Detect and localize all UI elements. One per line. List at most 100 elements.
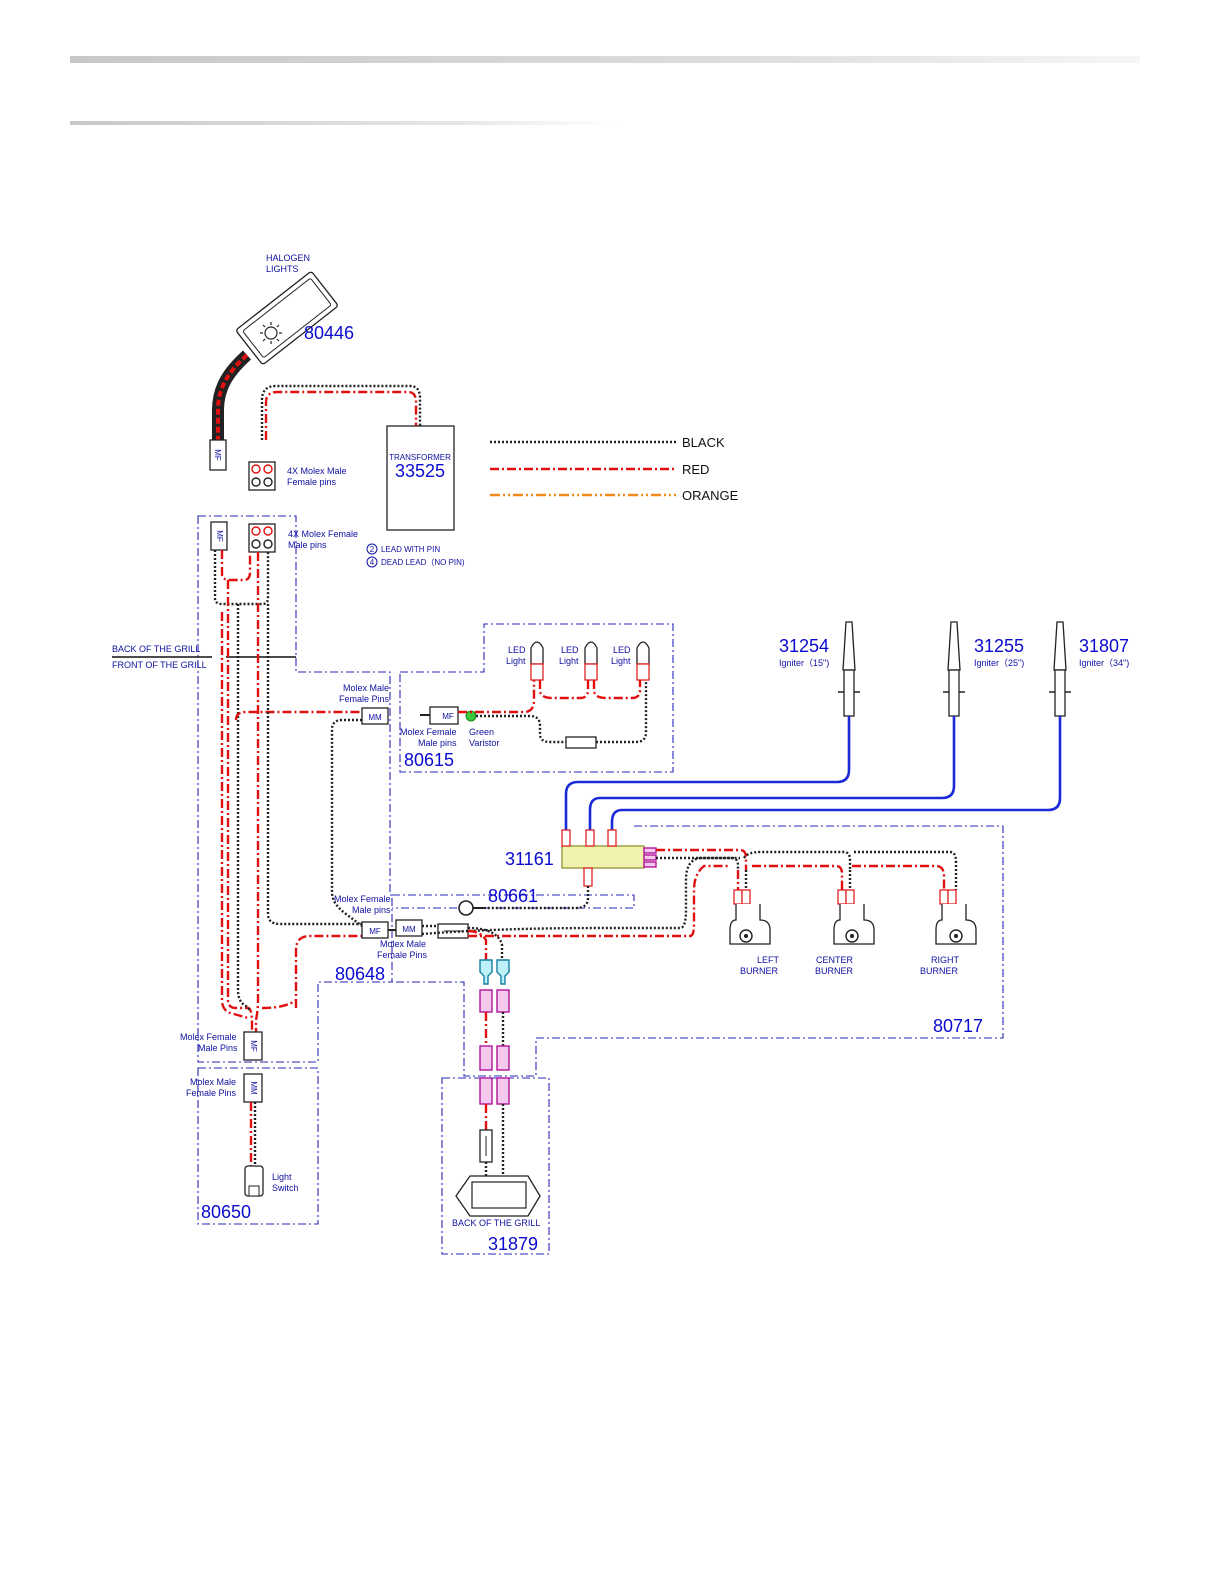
led-light-3 — [636, 641, 650, 681]
wire-halogen-transformer-red — [264, 390, 418, 440]
sun-icon — [260, 322, 282, 344]
wire-module-left-red — [656, 848, 748, 870]
wire-to-cyan-red — [467, 929, 488, 960]
led-mf-label: MF — [442, 712, 454, 721]
right-burner-label-1: RIGHT — [931, 955, 960, 965]
halogen-mf-label: MF — [213, 449, 222, 461]
switch-harness-part-number: 80650 — [201, 1202, 251, 1222]
wire-center-right-black — [854, 850, 958, 890]
igniter-25-label: Igniter（25") — [974, 658, 1024, 668]
center-burner-label-2: BURNER — [815, 966, 854, 976]
main-mf-bottom-label: MF — [249, 1040, 258, 1052]
igniter-34-part-number: 31807 — [1079, 636, 1129, 656]
header-rule — [70, 56, 1140, 63]
wire-main-to-mf-black — [266, 604, 362, 926]
wire-led-red-loop-2 — [592, 680, 642, 700]
igniter-31255 — [943, 621, 965, 717]
switch-mm-label: MM — [249, 1081, 258, 1095]
battery-box — [455, 1175, 541, 1217]
dead-lead-label: DEAD LEAD（NO PIN) — [381, 558, 465, 567]
transformer-label: TRANSFORMER — [389, 453, 451, 462]
igniter-34-label: Igniter（34") — [1079, 658, 1129, 668]
halogen-lead-red — [216, 353, 249, 440]
molex-4x-female-label-2: Male pins — [288, 540, 327, 550]
molex-male-female-pins-a-1: Molex Male — [343, 683, 389, 693]
igniter-15-part-number: 31254 — [779, 636, 829, 656]
molex-male-female-pins-a-2: Female Pins — [339, 694, 390, 704]
molex-female-male-pins-a-2: Male pins — [352, 905, 391, 915]
led-light-2-label-2: Light — [559, 656, 579, 666]
wire-main-black-loop — [213, 550, 270, 606]
halogen-part-number: 80446 — [304, 323, 354, 343]
ignition-module-part-number: 31161 — [505, 849, 554, 869]
wire-main-red-down-a — [226, 580, 254, 1034]
wire-main-red-down-b — [254, 552, 260, 1034]
molex-female-male-pins-a-1: Molex Female — [334, 894, 391, 904]
wire-module-left-black — [656, 856, 740, 870]
molex-male-female-pins-c-1: Molex Male — [190, 1077, 236, 1087]
molex-female-male-pins-b-1: Molex Female — [400, 727, 457, 737]
wire-ground — [486, 886, 590, 910]
wire-halogen-transformer-black — [260, 384, 422, 440]
ground-ring-terminal — [458, 900, 486, 916]
transformer-part-number: 33525 — [395, 461, 445, 481]
led-mf-connector: MF — [429, 706, 459, 725]
wire-led-red-main — [458, 680, 536, 714]
molex-4x-male-label-1: 4X Molex Male — [287, 466, 347, 476]
green-varistor-label-1: Green — [469, 727, 494, 737]
ignition-module — [561, 829, 657, 887]
harness-boundaries — [197, 515, 1004, 1255]
molex-4x-male-label-2: Female pins — [287, 477, 337, 487]
wire-led-black-return — [330, 718, 363, 927]
main-mm-led-label: MM — [368, 713, 382, 722]
igniter-25-part-number: 31255 — [974, 636, 1024, 656]
pink-terminals-mid — [479, 1045, 510, 1071]
transformer: TRANSFORMER 33525 — [386, 425, 455, 531]
battery-box-label: BACK OF THE GRILL — [452, 1218, 540, 1228]
left-burner-electrode — [729, 889, 771, 945]
pink-terminals-lower — [479, 1077, 510, 1105]
burner-mm-label: MM — [402, 925, 416, 934]
center-burner-electrode — [833, 889, 875, 945]
right-burner-electrode — [935, 889, 977, 945]
wire-left-center-red — [752, 864, 844, 890]
battery-box-part-number: 31879 — [488, 1234, 538, 1254]
molex-female-male-pins-c-1: Molex Female — [180, 1032, 237, 1042]
main-mf-top-label: MF — [215, 530, 224, 542]
led-light-2-label-1: LED — [561, 645, 579, 655]
center-burner-label-1: CENTER — [816, 955, 854, 965]
wire-to-cyan-black — [467, 926, 504, 960]
right-burner-label-2: BURNER — [920, 966, 959, 976]
igniter-31807 — [1049, 621, 1071, 717]
legend: BLACK RED ORANGE — [490, 435, 739, 503]
front-of-grill-label: FRONT OF THE GRILL — [112, 660, 207, 670]
legend-orange-label: ORANGE — [682, 488, 739, 503]
wire-main-to-led-red — [234, 710, 362, 721]
main-mf-mid-label: MF — [369, 927, 381, 936]
halogen-label-line1: HALOGEN — [266, 253, 310, 263]
lead-notes: 2 LEAD WITH PIN 4 DEAD LEAD（NO PIN) — [366, 543, 465, 568]
boundary-80650 — [197, 1067, 319, 1225]
lead-with-pin-label: LEAD WITH PIN — [381, 545, 440, 554]
main-mf-connector-bottom: MF — [243, 1031, 263, 1061]
molex-male-female-pins-b-1: Molex Male — [380, 939, 426, 949]
wire-led-black-end — [596, 680, 648, 744]
led-light-1 — [530, 641, 544, 681]
legend-black-label: BLACK — [682, 435, 725, 450]
wire-main-to-mf-red — [294, 934, 362, 1008]
led-harness-part-number: 80615 — [404, 750, 454, 770]
led-light-3-label-1: LED — [613, 645, 631, 655]
left-burner-label-2: BURNER — [740, 966, 779, 976]
halogen-mf-connector — [209, 439, 227, 471]
wire-center-right-red — [852, 864, 946, 890]
wire-main-red-join — [261, 999, 297, 1010]
led-light-1-label-2: Light — [506, 656, 526, 666]
molex-4x-female — [248, 523, 276, 553]
wire-igniter-34 — [610, 716, 1062, 830]
light-switch — [244, 1165, 264, 1197]
burner-harness-part-number: 80717 — [933, 1016, 983, 1036]
led-fuse — [565, 736, 597, 749]
wire-led-red-loop-1 — [538, 680, 590, 700]
molex-male-female-pins-c-2: Female Pins — [186, 1088, 237, 1098]
green-varistor-label-2: Varistor — [469, 738, 499, 748]
